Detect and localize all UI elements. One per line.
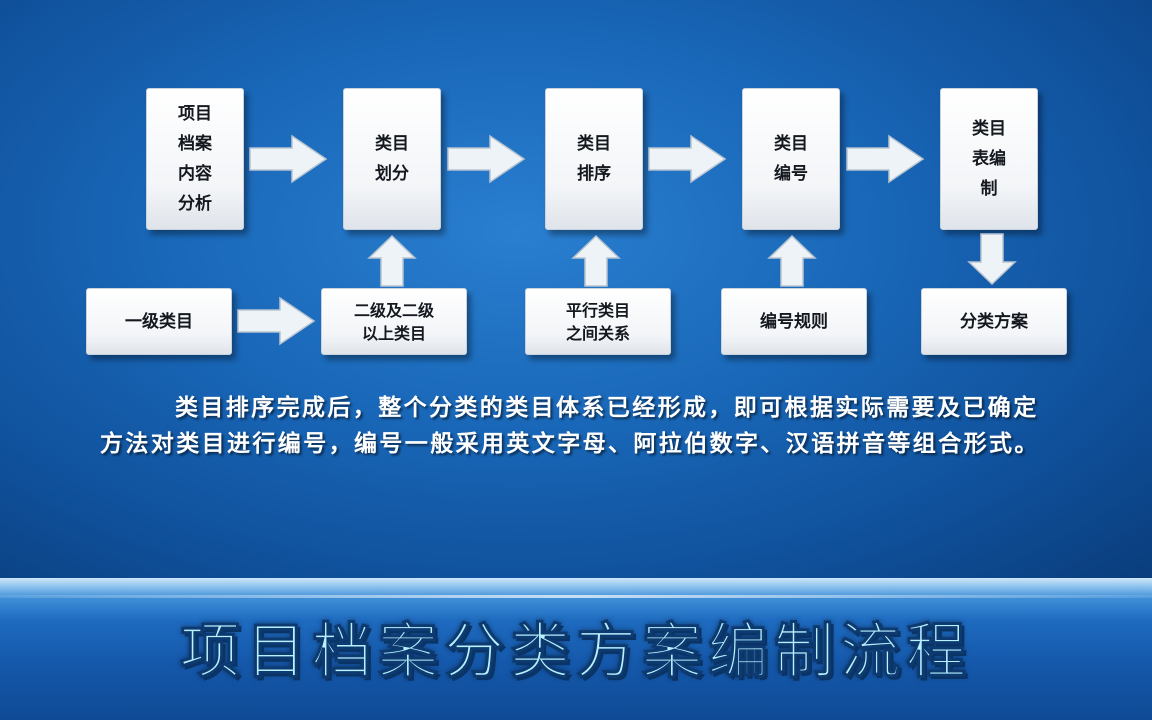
arrow-down [967,233,1017,286]
box-parallel-category-relation: 平行类目 之间关系 [525,288,671,355]
box-second-level-and-above: 二级及二级 以上类目 [321,288,467,355]
arrow-right-3 [648,134,727,184]
title-bar [0,578,1152,720]
slide-background: 项目 档案 内容 分析 类目 划分 类目 排序 类目 编号 类目 表编 制 一级… [0,0,1152,578]
arrow-up-2 [571,234,621,287]
arrow-right-1 [249,134,328,184]
arrow-up-3 [767,234,817,287]
box-category-numbering: 类目 编号 [742,88,840,230]
box-category-table-compilation: 类目 表编 制 [940,88,1038,230]
arrow-right-4 [846,134,925,184]
box-first-level-category: 一级类目 [86,288,232,355]
slide-title: 项目档案分类方案编制流程 [180,617,972,688]
box-project-archive-content-analysis: 项目 档案 内容 分析 [146,88,244,230]
box-category-division: 类目 划分 [343,88,441,230]
arrow-up-1 [367,234,417,287]
description-paragraph: 类目排序完成后，整个分类的类目体系已经形成，即可根据实际需要及已确定方法对类目进… [100,395,1040,457]
title-bar-highlight [0,595,1152,598]
arrow-right-2 [447,134,526,184]
arrow-right-bottom [237,296,316,346]
box-numbering-rules: 编号规则 [721,288,867,355]
box-classification-scheme: 分类方案 [921,288,1067,355]
box-category-ordering: 类目 排序 [545,88,643,230]
